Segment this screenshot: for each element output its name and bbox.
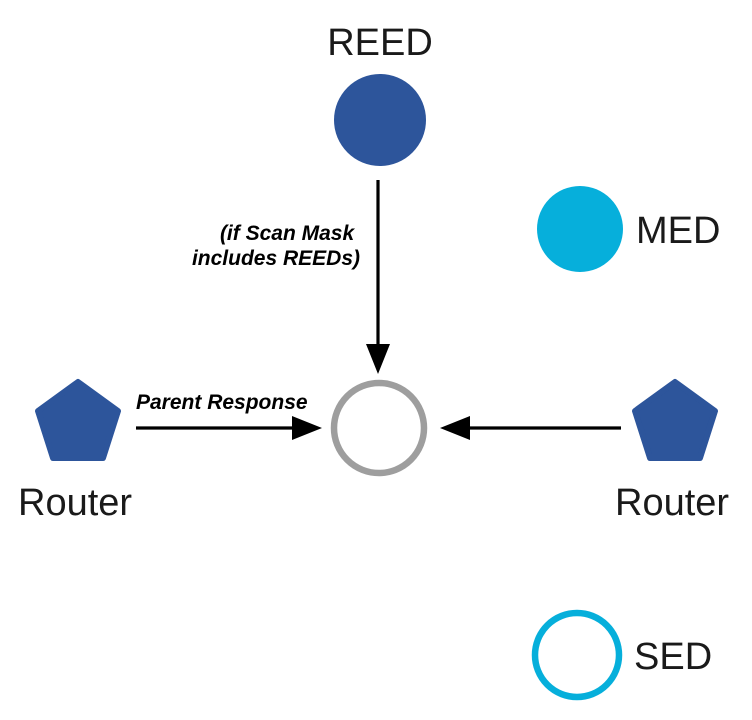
node-router-left[interactable]: Router <box>18 379 132 524</box>
node-router-right[interactable]: Router <box>615 379 729 524</box>
router-left-label: Router <box>18 482 132 524</box>
med-circle-icon[interactable] <box>537 186 623 272</box>
edge-reed-to-center: (if Scan Mask includes REEDs) <box>192 180 390 374</box>
node-sed[interactable]: SED <box>531 609 712 701</box>
router-right-label: Router <box>615 482 729 524</box>
edge-parent-response-arrowhead <box>292 416 322 440</box>
router-right-pentagon-icon[interactable] <box>632 379 718 461</box>
edge-reed-label-line-2: includes REEDs) <box>192 247 360 270</box>
reed-circle-icon[interactable] <box>334 74 426 166</box>
edge-router-right-to-center <box>440 416 621 440</box>
edge-parent-response-label: Parent Response <box>136 391 308 414</box>
reed-label: REED <box>327 22 433 64</box>
center-node-circle-icon[interactable] <box>330 379 428 477</box>
router-left-pentagon-icon[interactable] <box>35 379 121 461</box>
edge-reed-label-line-1: (if Scan Mask <box>220 222 356 245</box>
node-reed[interactable]: REED <box>327 22 433 166</box>
node-center-target[interactable] <box>330 379 428 477</box>
edge-router-right-arrowhead <box>440 416 470 440</box>
edge-reed-arrowhead <box>366 344 390 374</box>
sed-label: SED <box>634 636 712 678</box>
sed-circle-icon[interactable] <box>531 609 623 701</box>
med-label: MED <box>636 210 720 252</box>
node-med[interactable]: MED <box>537 186 720 272</box>
edge-reed-label: (if Scan Mask includes REEDs) <box>192 222 360 270</box>
edge-router-left-to-center: Parent Response <box>136 391 322 440</box>
